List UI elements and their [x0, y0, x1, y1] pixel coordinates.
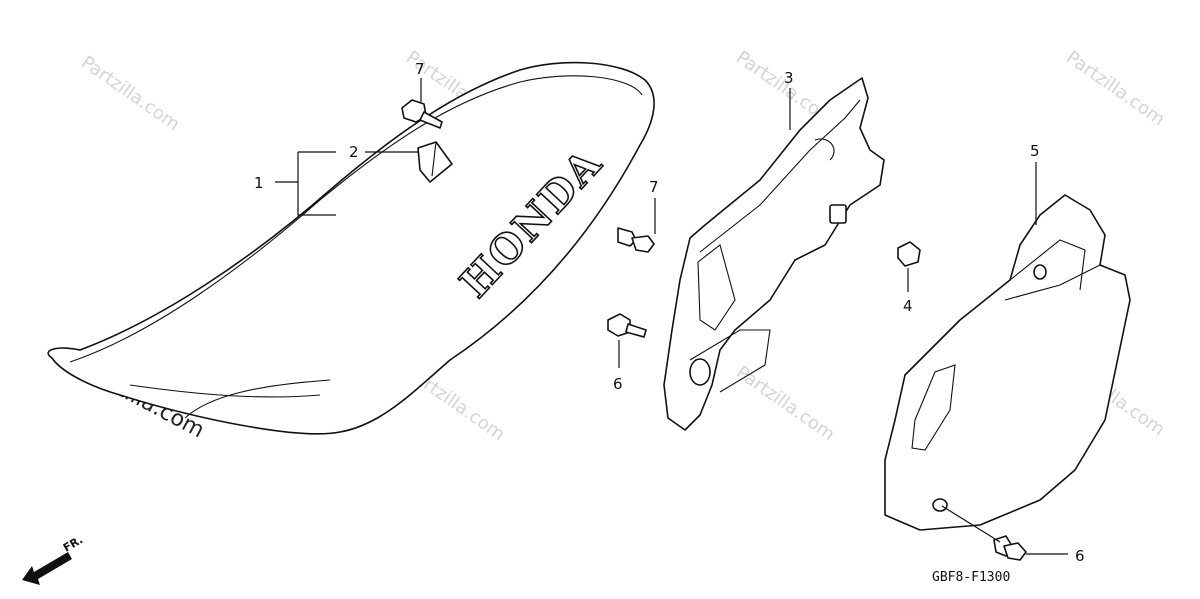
callout-2: 2	[349, 143, 359, 161]
seat-hook-part	[417, 141, 453, 183]
direction-label: FR.	[61, 533, 85, 554]
callout-1: 1	[254, 174, 264, 192]
watermark-text: Partzilla.com	[732, 362, 838, 445]
callout-3: 3	[784, 69, 794, 87]
front-direction-arrow: FR.	[22, 533, 85, 585]
watermark-text: Partzilla.com	[1062, 47, 1168, 130]
side-cover-outer-part	[884, 194, 1131, 531]
callout-labels: 1 2 3 4 5 6 6 7 7	[254, 60, 1085, 565]
bolt-7-top	[401, 99, 443, 129]
bolt-6-left	[607, 313, 647, 338]
watermark-text: Partzilla.com	[77, 52, 183, 135]
arrow-icon	[22, 552, 72, 585]
bolt-7-mid	[617, 227, 655, 253]
callout-7-mid: 7	[649, 178, 659, 196]
callout-7-top: 7	[415, 60, 425, 78]
seat-part: HONDA	[47, 61, 655, 435]
leader-lines	[275, 78, 1068, 555]
callout-6-right: 6	[1075, 547, 1085, 565]
diagram-code: GBF8-F1300	[932, 570, 1010, 585]
callout-5: 5	[1030, 142, 1040, 160]
grommet-hole	[689, 358, 711, 386]
callout-4: 4	[903, 297, 913, 315]
clip-nut-part	[897, 241, 921, 267]
side-cover-inner-part	[663, 77, 885, 431]
callout-6-left: 6	[613, 375, 623, 393]
bolt-6-right	[993, 535, 1027, 561]
